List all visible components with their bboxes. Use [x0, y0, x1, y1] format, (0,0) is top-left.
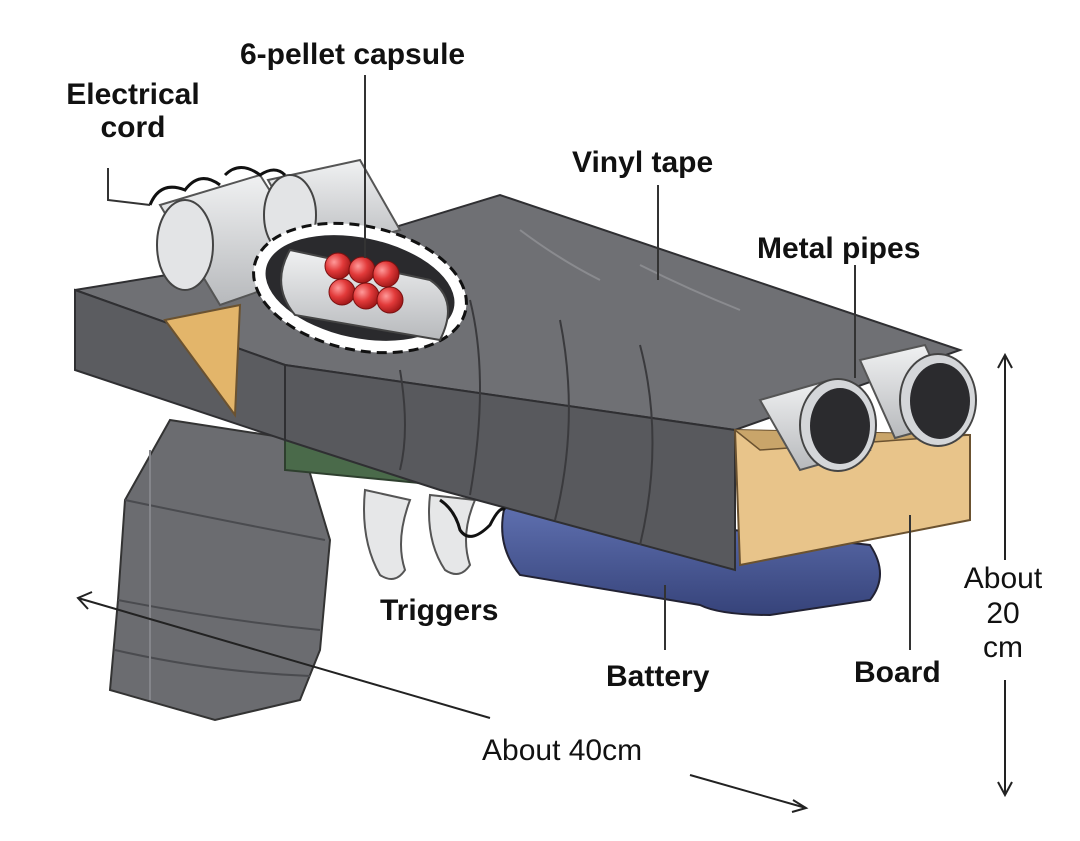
pellet [352, 282, 380, 310]
pellet [328, 278, 356, 306]
label-height-dimension: About 20 cm [963, 562, 1043, 664]
pellet [348, 256, 376, 284]
dimension-height-arrow [997, 352, 1013, 798]
dimension-length-arrow [76, 591, 809, 813]
label-length-dimension: About 40cm [482, 734, 643, 767]
metal-pipes [758, 343, 977, 472]
pellet [324, 252, 352, 280]
pellet-capsule [252, 221, 468, 355]
label-vinyl-tape: Vinyl tape [572, 146, 714, 179]
leader-electrical-cord [107, 168, 151, 206]
label-electrical-cord: Electrical cord [66, 78, 200, 144]
pellets [324, 252, 404, 314]
leader-lines [107, 75, 911, 650]
label-metal-pipes: Metal pipes [757, 232, 921, 265]
electrical-cord [148, 166, 507, 538]
label-board: Board [854, 656, 941, 689]
grip [108, 418, 332, 722]
label-pellet-capsule: 6-pellet capsule [240, 38, 466, 71]
pellet [372, 260, 400, 288]
label-triggers: Triggers [380, 594, 499, 627]
label-battery: Battery [606, 660, 710, 693]
triggers [363, 488, 477, 580]
pellet [376, 286, 404, 314]
